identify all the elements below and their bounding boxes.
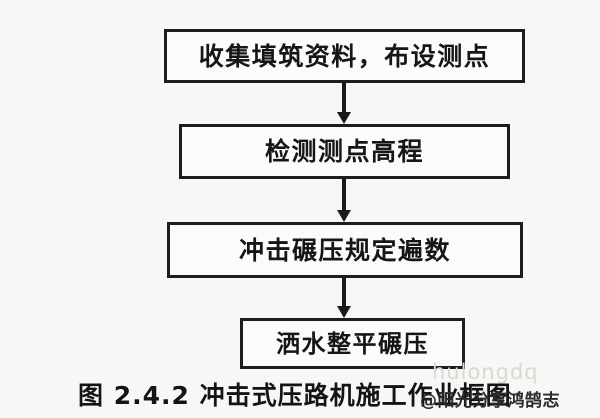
flow-node-label: 收集填筑资料，布设测点 <box>198 41 491 71</box>
arrowhead-down-icon <box>337 210 351 222</box>
arrowhead-down-icon <box>337 306 351 318</box>
flow-node-water-level: 洒水整平碾压 <box>240 318 465 369</box>
figure-caption: 图 2.4.2 冲击式压路机施工作业框图 <box>78 381 512 410</box>
flow-connector-arrow-3 <box>337 278 351 318</box>
flow-connector-arrow-2 <box>337 179 351 222</box>
flow-node-check-elev: 检测测点高程 <box>179 124 510 179</box>
flow-node-label: 冲击碾压规定遍数 <box>238 235 451 265</box>
arrowhead-down-icon <box>337 112 351 124</box>
flow-node-label: 洒水整平碾压 <box>276 329 429 358</box>
flow-connector-arrow-1 <box>337 83 351 124</box>
connector-line <box>342 179 346 211</box>
connector-line <box>342 278 346 307</box>
connector-line <box>342 83 346 113</box>
flow-node-collect-data: 收集填筑资料，布设测点 <box>164 29 525 83</box>
flow-node-label: 检测测点高程 <box>264 137 424 166</box>
flow-node-impact-rolling: 冲击碾压规定遍数 <box>167 222 523 278</box>
